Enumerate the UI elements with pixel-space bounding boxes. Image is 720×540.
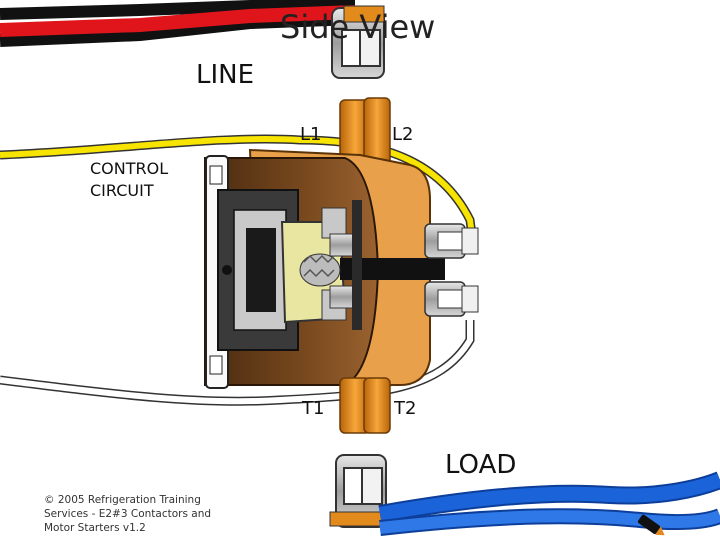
line-label: LINE [196,60,255,90]
lower-terminals [339,377,391,434]
control-terminals [424,223,479,317]
load-label: LOAD [445,450,517,480]
slide-title: Side View [280,8,436,46]
line-lugs [331,5,385,79]
control-circuit-line2: CIRCUIT [90,181,154,200]
control-circuit-label: CONTROL CIRCUIT [90,158,168,202]
upper-terminals [339,97,391,171]
magnet-core [217,189,299,351]
copyright-notice: © 2005 Refrigeration Training Services -… [44,494,212,534]
control-circuit-line1: CONTROL [90,159,169,178]
t2-label: T2 [394,398,417,419]
load-lugs [329,454,387,528]
armature-contacts [299,200,445,330]
t1-label: T1 [302,398,325,419]
pen-cursor-icon[interactable] [637,514,667,539]
l2-label: L2 [392,124,414,145]
l1-label: L1 [300,124,322,145]
line-wires [0,0,356,47]
